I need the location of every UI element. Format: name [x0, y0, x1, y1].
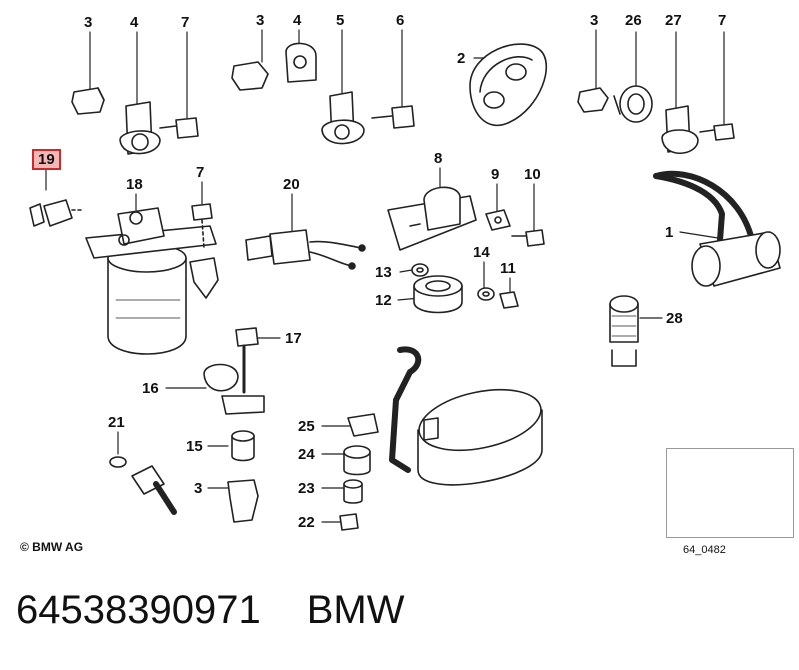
part-25-clip [347, 413, 379, 437]
fitting-hose-end [131, 465, 177, 515]
thumbnail-code: 64_0482 [683, 544, 726, 556]
callout-5[interactable]: 5 [336, 12, 345, 29]
callout-18[interactable]: 18 [126, 176, 143, 193]
part-27-clamp [661, 105, 699, 154]
callout-26[interactable]: 26 [625, 12, 642, 29]
callout-2[interactable]: 2 [457, 50, 466, 67]
part-4-bracket-a [119, 101, 161, 155]
part-23-sleeve [343, 479, 363, 504]
part-3-clip-c [577, 87, 609, 113]
part-22-bolt [339, 513, 359, 531]
part-7-bolt-a [159, 117, 199, 139]
callout-4-a[interactable]: 4 [130, 14, 139, 31]
part-2-grommet [469, 43, 548, 127]
part-20-sensor [245, 229, 366, 270]
vehicle-thumbnail [666, 448, 794, 538]
callout-11[interactable]: 11 [500, 260, 516, 277]
part-12-grommet [413, 275, 463, 314]
part-8-bracket [387, 186, 477, 251]
part-16-bracket [203, 363, 265, 415]
drier-with-pipe [389, 346, 543, 486]
leader-lines [45, 29, 725, 523]
callout-3-a[interactable]: 3 [84, 14, 93, 31]
callout-9[interactable]: 9 [491, 166, 500, 183]
part-9-nut-clip [485, 209, 511, 231]
part-4-clip-b [285, 42, 317, 83]
callout-6[interactable]: 6 [396, 12, 405, 29]
callout-10[interactable]: 10 [524, 166, 541, 183]
part-26-grommet [613, 85, 653, 123]
callout-7-a[interactable]: 7 [181, 14, 190, 31]
callout-23[interactable]: 23 [298, 480, 315, 497]
callout-20[interactable]: 20 [283, 176, 300, 193]
part-10-screw [511, 229, 545, 247]
part-3-clip-a [71, 87, 105, 115]
callout-12[interactable]: 12 [375, 292, 392, 309]
callout-15[interactable]: 15 [186, 438, 203, 455]
part-14-washer [477, 287, 495, 301]
callout-16[interactable]: 16 [142, 380, 159, 397]
callout-13[interactable]: 13 [375, 264, 392, 281]
callout-22[interactable]: 22 [298, 514, 315, 531]
callout-24[interactable]: 24 [298, 446, 315, 463]
part-number: 64538390971 [16, 588, 261, 632]
part-7-bolt-b [189, 203, 219, 299]
part-13-washer [411, 263, 429, 277]
callout-3-d[interactable]: 3 [194, 480, 203, 497]
callout-4-b[interactable]: 4 [293, 12, 302, 29]
callout-27[interactable]: 27 [665, 12, 682, 29]
footer-caption: 64538390971 BMW [16, 588, 450, 633]
callout-7-b[interactable]: 7 [196, 164, 205, 181]
part-7-bolt-c [699, 123, 735, 141]
copyright-notice: © BMW AG [20, 540, 84, 554]
callout-7-c[interactable]: 7 [718, 12, 727, 29]
callout-25[interactable]: 25 [298, 418, 315, 435]
part-21-seal [109, 456, 127, 468]
part-24-sleeve [343, 445, 371, 476]
part-15-sleeve [231, 430, 255, 462]
callout-17[interactable]: 17 [285, 330, 302, 347]
part-3-clip-d [227, 479, 259, 523]
callout-21[interactable]: 21 [108, 414, 125, 431]
part-28-valve [609, 295, 639, 367]
part-18-receiver-drier [85, 207, 217, 355]
callout-3-c[interactable]: 3 [590, 12, 599, 29]
part-5-bracket-b [321, 91, 365, 145]
callout-8[interactable]: 8 [434, 150, 443, 167]
part-19-pressure-switch [29, 199, 85, 227]
part-3-clip-b [231, 61, 269, 91]
part-6-bolt-b [371, 105, 415, 129]
part-1-pipe [653, 170, 781, 287]
parts-diagram [29, 29, 791, 531]
callout-28[interactable]: 28 [666, 310, 683, 327]
part-17-bolt [235, 327, 259, 394]
callout-1[interactable]: 1 [665, 224, 674, 241]
part-11-nut [499, 291, 519, 309]
callout-19-highlighted[interactable]: 19 [32, 149, 61, 170]
callout-3-b[interactable]: 3 [256, 12, 265, 29]
callout-14[interactable]: 14 [473, 244, 490, 261]
brand-name: BMW [306, 588, 405, 632]
